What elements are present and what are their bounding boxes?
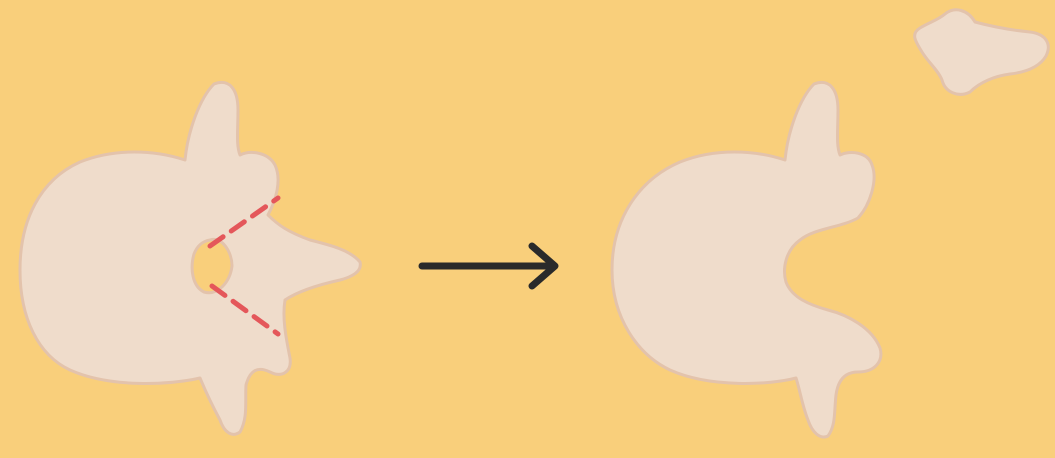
- vertebra-before-body: [18, 81, 362, 436]
- vertebra-before: [18, 81, 362, 436]
- cut-line-upper: [207, 195, 281, 249]
- vertebra-after: [610, 81, 883, 439]
- vertebra-after-body: [610, 81, 883, 439]
- cut-line-lower: [209, 283, 281, 337]
- removed-bone-fragment: [913, 8, 1050, 96]
- removed-fragment-shape: [913, 8, 1050, 96]
- right-arrow-icon: [418, 242, 559, 290]
- vertebral-foramen: [190, 237, 234, 295]
